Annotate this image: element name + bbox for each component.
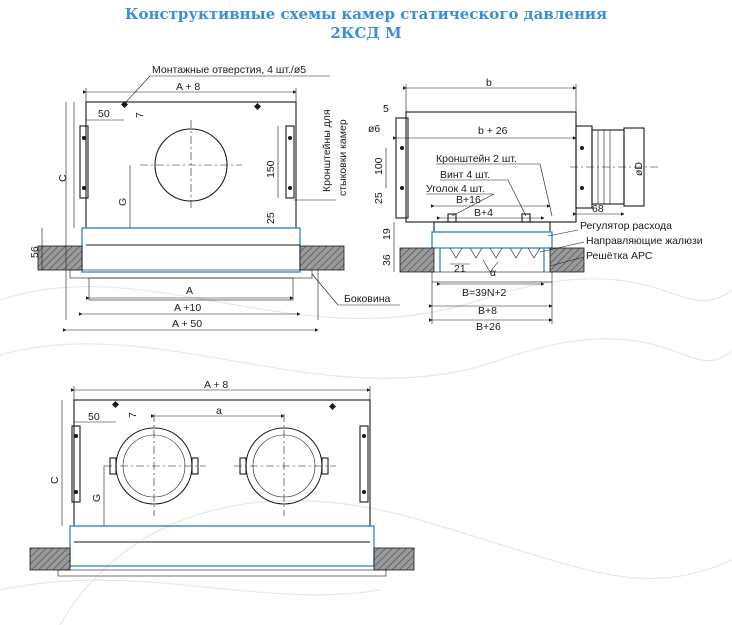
bottom-dim-c: C [49,476,61,484]
side-corner4-label: Уголок 4 шт. [426,183,485,195]
front-dim-56: 56 [29,246,41,258]
bottom-dim-a8: A + 8 [204,379,228,391]
front-dim-a10: A +10 [174,302,201,314]
side-dim-68: 68 [592,203,604,215]
front-dim-50: 50 [98,108,110,120]
front-dim-150: 150 [265,160,277,178]
front-dim-a8: A + 8 [176,81,200,93]
side-dim-b26big: B+26 [476,321,501,333]
front-dim-a50: A + 50 [172,318,202,330]
side-flow-regulator-label: Регулятор расхода [580,220,672,232]
front-dim-7: 7 [134,112,146,118]
side-dim-100: 100 [373,157,385,175]
background-watermark [0,278,732,625]
bottom-dim-7: 7 [127,412,139,418]
bottom-dim-a: a [216,405,222,417]
side-view: b 5 ø6 b + 26 100 25 øD 68 Кронштейн 2 ш… [368,77,703,333]
title-line-2: 2КСД М [330,24,402,42]
side-dim-d6: ø6 [368,123,380,135]
title-line-1: Конструктивные схемы камер статического … [124,5,608,23]
front-brackets-label-1: Кронштейны для [321,109,333,192]
front-mounting-holes-label: Монтажные отверстия, 4 шт./ø5 [152,64,306,76]
front-brackets-label-2: стыковки камер [337,119,349,196]
bottom-view: A + 8 50 7 a C G [29,379,415,577]
side-dim-b26: b + 26 [478,125,508,137]
side-dim-5: 5 [383,103,389,115]
front-dim-c: C [57,174,69,182]
side-dim-19: 19 [381,228,393,240]
bottom-dim-g: G [91,494,103,502]
side-dim-21: 21 [454,263,466,275]
side-screw4-label: Винт 4 шт. [440,169,490,181]
side-dim-b4: B+4 [474,207,493,219]
side-dim-b39: B=39N+2 [462,287,507,299]
bottom-dim-50: 50 [88,411,100,423]
front-dim-a: A [186,285,193,297]
side-alpha: α [490,267,496,279]
front-dim-25: 25 [265,212,277,224]
side-dim-b8: B+8 [478,305,497,317]
side-dim-b16: B+16 [456,194,481,206]
side-dim-25: 25 [373,192,385,204]
side-guide-louvers-label: Направляющие жалюзи [586,235,703,247]
front-view: A + 8 Монтажные отверстия, 4 шт./ø5 50 7… [29,64,400,332]
side-grille-label: Решётка АРС [586,250,653,262]
side-bracket2-label: Кронштейн 2 шт. [436,153,517,165]
side-dim-b: b [486,77,492,89]
front-side-panel-label: Боковина [344,293,391,305]
side-dim-od: øD [633,162,645,176]
side-dim-36: 36 [381,254,393,266]
front-dim-g: G [117,198,129,206]
